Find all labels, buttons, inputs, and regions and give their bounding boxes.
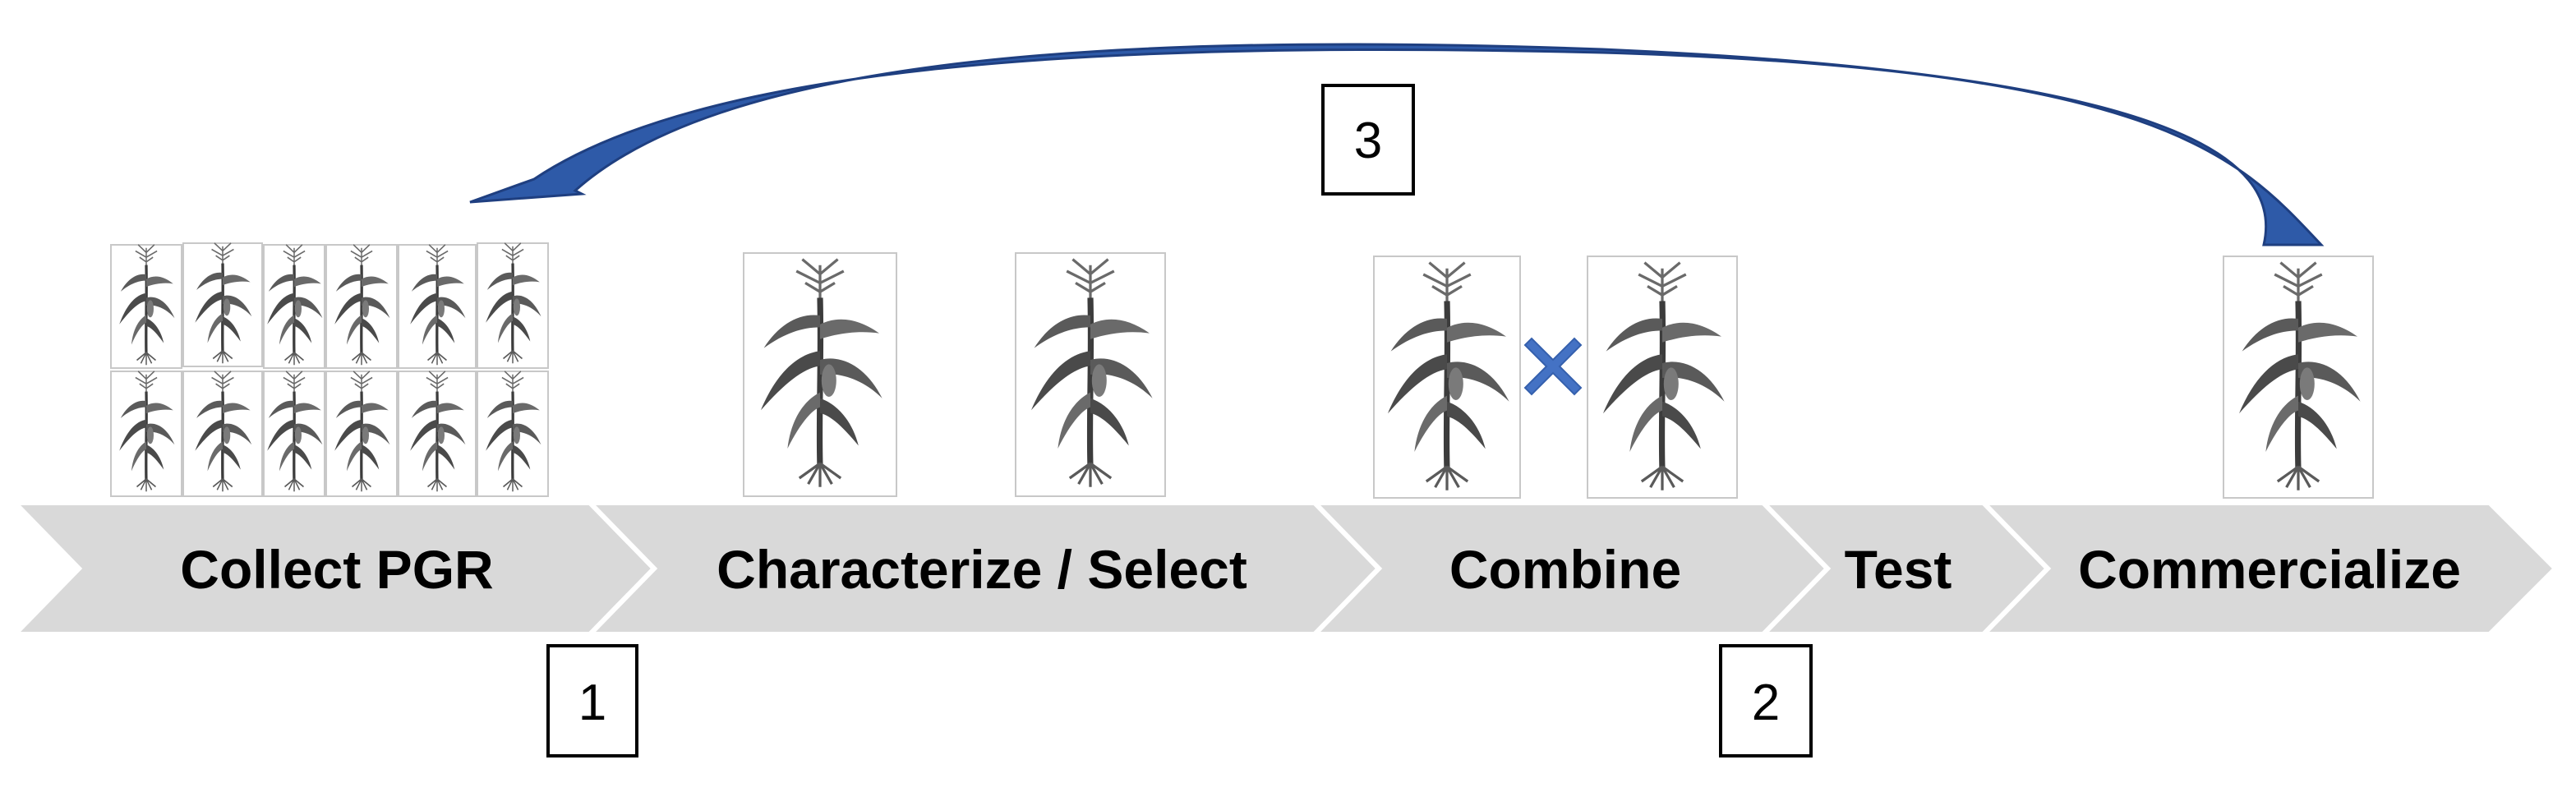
marker-3-label: 3 — [1354, 113, 1382, 169]
stage-label-characterize: Characterize / Select — [717, 539, 1247, 600]
marker-2: 2 — [1719, 644, 1813, 757]
characterize-plants — [743, 252, 1166, 497]
cross-multiply-icon — [1523, 337, 1583, 396]
marker-1: 1 — [546, 644, 638, 757]
corn-plant-icon — [2223, 256, 2374, 499]
corn-plant-icon — [325, 242, 398, 369]
curved-return-arrow — [469, 43, 2325, 246]
return-arrow-body — [469, 43, 2325, 246]
stage-label-commercialize: Commercialize — [2078, 539, 2461, 600]
corn-plant-icon — [263, 242, 325, 369]
marker-1-label: 1 — [578, 675, 606, 731]
corn-plant-icon — [110, 242, 182, 369]
marker-2-label: 2 — [1752, 675, 1780, 731]
corn-plant-icon — [325, 369, 398, 497]
corn-plant-icon — [110, 369, 182, 497]
corn-plant-icon — [1373, 256, 1521, 499]
commercialize-plant — [2223, 256, 2374, 499]
stage-commercialize-shape — [1977, 500, 2560, 637]
corn-plant-icon — [182, 369, 263, 497]
corn-plant-icon — [1015, 252, 1166, 497]
corn-plant-icon — [743, 252, 897, 497]
stage-chevrons — [8, 500, 2560, 637]
marker-3: 3 — [1321, 84, 1415, 196]
corn-plant-icon — [182, 241, 263, 367]
stage-label-test: Test — [1845, 539, 1952, 600]
corn-plant-icon — [477, 369, 549, 497]
corn-plant-icon — [263, 369, 325, 497]
stage-label-combine: Combine — [1449, 539, 1681, 600]
combine-plants — [1373, 256, 1738, 499]
corn-plant-icon — [477, 241, 549, 369]
stage-label-collect: Collect PGR — [180, 539, 493, 600]
corn-plant-icon — [398, 242, 477, 369]
stage-labels: Collect PGR Characterize / Select Combin… — [180, 539, 2461, 600]
collect-plant-grid — [110, 241, 549, 497]
corn-plant-icon — [1587, 256, 1738, 499]
corn-plant-icon — [398, 369, 477, 497]
